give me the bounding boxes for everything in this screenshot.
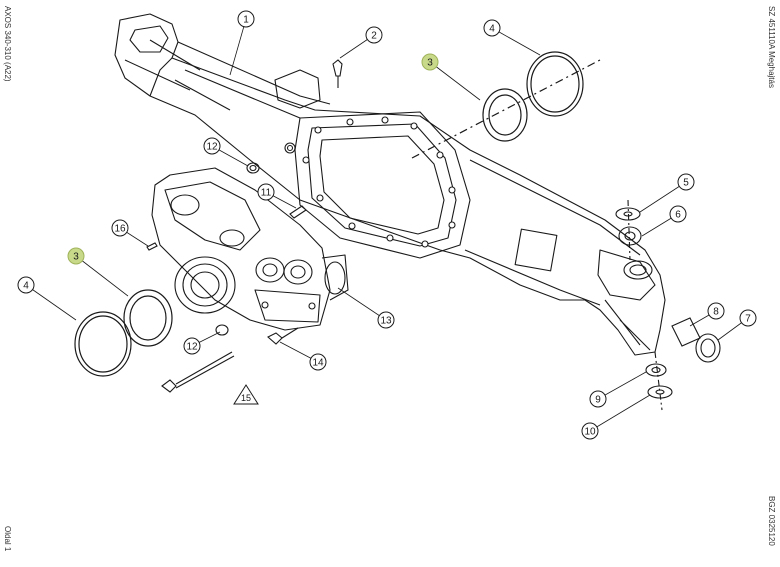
triangle-label: 15 — [241, 393, 251, 403]
callout-number: 3 — [427, 58, 433, 69]
leader-line-4 — [491, 27, 541, 56]
callout-circle — [669, 205, 687, 223]
callout-circle — [483, 19, 501, 37]
callout-12: 12 — [203, 137, 221, 155]
callout-5: 5 — [677, 173, 695, 191]
callout-number: 9 — [595, 395, 601, 406]
callout-circle — [309, 353, 327, 371]
callout-number: 2 — [371, 31, 377, 42]
side-label-bottom-right: BGZ 0325120 — [767, 496, 776, 546]
callout-3: 3 — [67, 247, 85, 265]
callout-circle — [421, 53, 439, 71]
callout-circle — [589, 390, 607, 408]
callout-number: 1 — [243, 15, 249, 26]
callout-2: 2 — [365, 26, 383, 44]
callout-number: 5 — [683, 178, 689, 189]
small-parts — [146, 59, 721, 411]
leader-lines — [25, 18, 749, 432]
callout-circle — [67, 247, 85, 265]
callout-14: 14 — [309, 353, 327, 371]
callout-circle — [581, 422, 599, 440]
callout-number: 14 — [312, 358, 324, 369]
callout-number: 8 — [713, 307, 719, 318]
callout-8: 8 — [707, 302, 725, 320]
callout-circle — [677, 173, 695, 191]
callout-4: 4 — [483, 19, 501, 37]
callout-number: 12 — [206, 142, 218, 153]
callout-9: 9 — [589, 390, 607, 408]
callout-number: 11 — [261, 188, 272, 199]
callout-circle — [111, 219, 129, 237]
callout-number: 16 — [114, 224, 126, 235]
leader-line-10 — [589, 394, 651, 432]
ring-seals-left — [74, 289, 173, 377]
callout-12: 12 — [183, 337, 201, 355]
side-label-bottom-left: Oldal 1 — [3, 526, 12, 552]
callout-11: 11 — [257, 183, 275, 201]
callout-3: 3 — [421, 53, 439, 71]
differential-carrier — [151, 167, 349, 331]
callout-1: 1 — [237, 10, 255, 28]
callout-number: 6 — [675, 210, 681, 221]
leader-line-3 — [75, 255, 129, 297]
callout-circle — [257, 183, 275, 201]
ring-seals-right — [411, 51, 601, 159]
callout-circle — [17, 276, 35, 294]
side-label-top-left: AXOS 340-310 (A22) — [3, 6, 12, 82]
callout-circle — [203, 137, 221, 155]
callout-circle — [365, 26, 383, 44]
callout-number: 4 — [489, 24, 495, 35]
callout-circle — [739, 309, 757, 327]
side-label-top-right: SZ 451110A Meghajtás — [767, 6, 776, 88]
callout-10: 10 — [581, 422, 599, 440]
callout-number: 10 — [584, 427, 596, 438]
callout-circle — [377, 311, 395, 329]
callout-number: 7 — [745, 314, 751, 325]
callout-circle — [237, 10, 255, 28]
callout-circle — [707, 302, 725, 320]
leader-line-13 — [337, 287, 387, 321]
leader-line-5 — [639, 181, 687, 213]
callout-number: 4 — [23, 281, 29, 292]
callout-6: 6 — [669, 205, 687, 223]
leader-line-4 — [25, 284, 77, 321]
leader-line-9 — [597, 371, 647, 400]
leader-line-3 — [429, 61, 481, 101]
callout-circle — [183, 337, 201, 355]
leader-line-1 — [229, 18, 247, 76]
callout-13: 13 — [377, 311, 395, 329]
callout-7: 7 — [739, 309, 757, 327]
callout-16: 16 — [111, 219, 129, 237]
callout-number: 3 — [73, 252, 79, 263]
callout-4: 4 — [17, 276, 35, 294]
callout-number: 13 — [380, 316, 392, 327]
triangle-callout: 15 — [233, 384, 259, 405]
callout-number: 12 — [186, 342, 198, 353]
